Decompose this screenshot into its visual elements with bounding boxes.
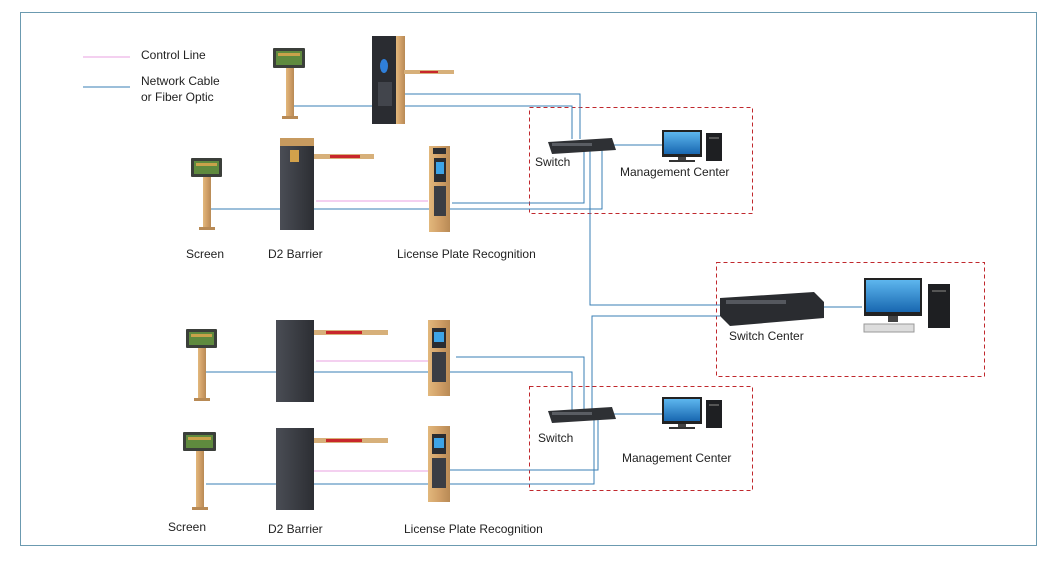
screen-label-top: Screen <box>186 247 225 261</box>
barrier-device-bottom-1 <box>276 320 388 402</box>
lpr-label-top: License Plate Recognition <box>397 247 536 261</box>
management-center-label-bottom: Management Center <box>622 451 732 465</box>
outer-frame <box>20 12 1037 546</box>
pc-device-top <box>662 130 722 162</box>
barrier-device-top-2 <box>280 138 374 230</box>
management-group-bottom <box>529 386 753 491</box>
management-center-label-top: Management Center <box>620 165 730 179</box>
legend-fiber-optic-label: or Fiber Optic <box>141 90 214 104</box>
legend-control-line-label: Control Line <box>141 48 206 62</box>
lpr-device-bottom-1 <box>428 320 450 396</box>
switch-label-top: Switch <box>535 155 571 169</box>
barrier-device-bottom-2 <box>276 428 388 510</box>
pc-device-center <box>863 278 950 333</box>
switch-label-bottom: Switch <box>538 431 574 445</box>
screen-device-top-2 <box>191 158 222 230</box>
switch-center-label: Switch Center <box>729 329 804 343</box>
network-lines <box>206 93 862 485</box>
switch-center-device <box>720 292 824 326</box>
screen-device-bottom-1 <box>186 329 217 401</box>
screen-device-bottom-2 <box>183 432 216 510</box>
switch-device-top <box>548 138 616 154</box>
control-lines <box>314 200 428 472</box>
switch-center-group <box>716 262 985 377</box>
legend-network-cable-label: Network Cable <box>141 74 220 88</box>
screen-label-bottom: Screen <box>168 520 207 534</box>
barrier-label-bottom: D2 Barrier <box>268 522 323 536</box>
lpr-label-bottom: License Plate Recognition <box>404 522 543 536</box>
barrier-label-top: D2 Barrier <box>268 247 323 261</box>
barrier-device-top-1 <box>372 36 454 124</box>
screen-device-top-1 <box>273 48 305 119</box>
switch-device-bottom <box>548 407 616 423</box>
pc-device-bottom <box>662 397 722 429</box>
lpr-device-bottom-2 <box>428 426 450 502</box>
management-group-top <box>529 107 753 214</box>
lpr-device-top <box>429 146 450 232</box>
